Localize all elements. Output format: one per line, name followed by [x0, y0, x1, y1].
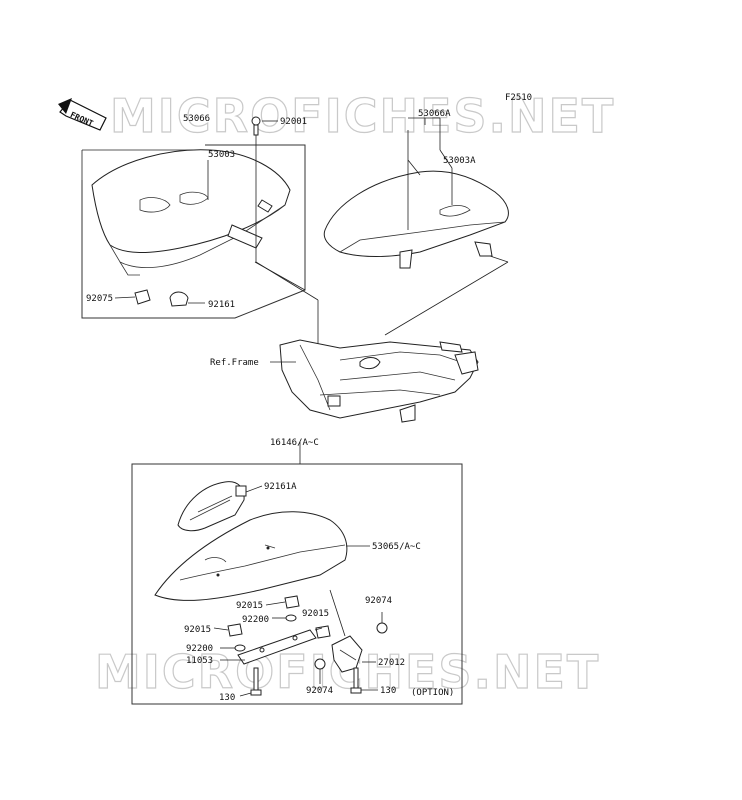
- diagram-code: F2510: [505, 93, 532, 103]
- nut-92015-a: [284, 595, 300, 609]
- label-92015-a: 92015: [236, 601, 263, 611]
- label-11053: 11053: [186, 656, 213, 666]
- label-92015-c: 92015: [302, 609, 329, 619]
- front-seat: [91, 149, 291, 276]
- label-130-b: 130: [380, 686, 396, 696]
- washer-92200-a: [285, 614, 297, 622]
- grommet-92161a: [177, 481, 247, 532]
- label-92074-a: 92074: [365, 596, 392, 606]
- label-92001: 92001: [280, 117, 307, 127]
- watermark-top: MICROFICHES.NET: [110, 89, 615, 143]
- ref-frame-label: Ref.Frame: [210, 358, 259, 368]
- label-53003a: 53003A: [443, 156, 476, 166]
- cap-92074-a: [376, 622, 388, 634]
- label-27012: 27012: [378, 658, 405, 668]
- label-92161a: 92161A: [264, 482, 297, 492]
- bolt-130-b: [350, 667, 362, 694]
- option-group-box: [131, 463, 463, 705]
- seat-group-box: [81, 144, 306, 319]
- label-92075: 92075: [86, 294, 113, 304]
- bolt-92001: [251, 116, 261, 136]
- rubber-damper-92075: [134, 289, 151, 305]
- label-130-a: 130: [219, 693, 235, 703]
- label-92200-b: 92200: [186, 644, 213, 654]
- front-arrow-icon: FRONT: [58, 98, 107, 131]
- label-92015-b: 92015: [184, 625, 211, 635]
- single-seat-cover: [154, 511, 348, 601]
- label-53066: 53066: [183, 114, 210, 124]
- label-53065: 53065/A~C: [372, 542, 421, 552]
- washer-92200-b: [234, 644, 246, 652]
- label-16146: 16146/A~C: [270, 438, 319, 448]
- rear-seat-cover: [323, 170, 509, 269]
- label-92200-a: 92200: [242, 615, 269, 625]
- bracket-11053: [237, 629, 317, 665]
- frame-reference: [279, 339, 479, 423]
- label-92161: 92161: [208, 300, 235, 310]
- nut-92015-c: [315, 625, 331, 639]
- label-92074-b: 92074: [306, 686, 333, 696]
- label-53003: 53003: [208, 150, 235, 160]
- nut-92015-b: [227, 623, 243, 637]
- bolt-130-a: [250, 667, 262, 696]
- label-53066a: 53066A: [418, 109, 451, 119]
- option-label: (OPTION): [411, 688, 454, 698]
- cap-92074-b: [314, 658, 326, 670]
- grommet-92161: [169, 291, 189, 307]
